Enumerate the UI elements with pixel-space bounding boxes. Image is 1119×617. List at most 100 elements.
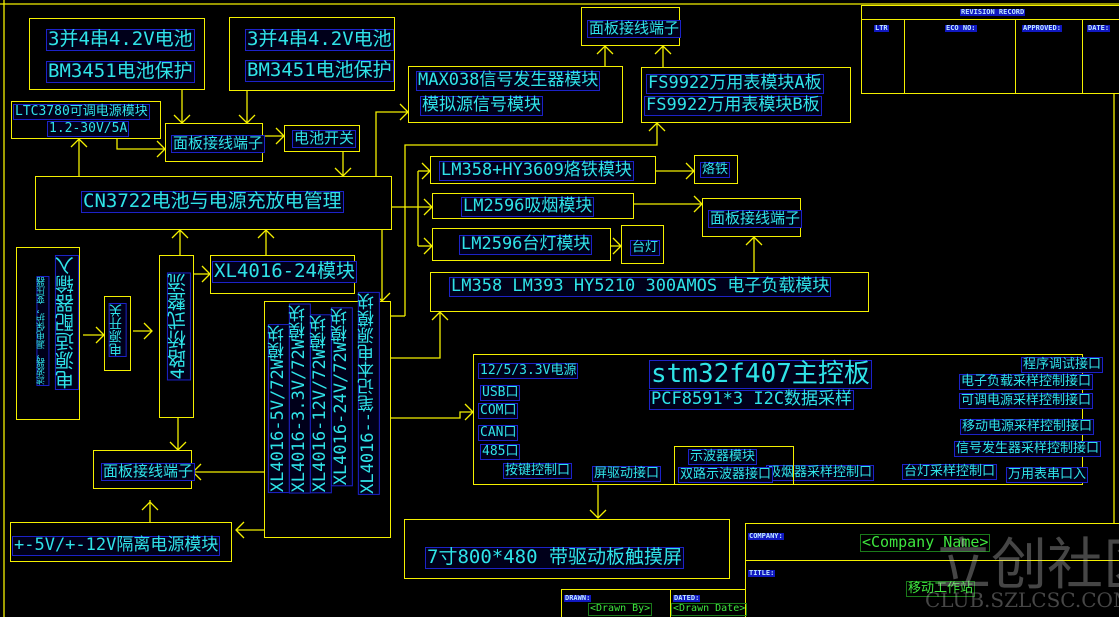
dated-value[interactable]: <Drawn Date>	[671, 603, 748, 616]
wire	[390, 312, 441, 359]
soldering-module-block[interactable]: LM358+HY3609烙铁模块	[430, 156, 656, 184]
battery-pack-label: 3并4串4.2V电池	[46, 28, 195, 51]
ltc-range-label: 1.2-30V/5A	[47, 121, 130, 137]
electronic-load-block[interactable]: LM358 LM393 HY5210 300AMOS 电子负载模块	[430, 272, 869, 312]
mobile-power-port-label: 移动电源采样控制接口	[960, 419, 1095, 435]
arrow-icon	[141, 501, 159, 511]
power-port-label: 12/5/3.3V电源	[478, 363, 579, 379]
display-block[interactable]: 7寸800*480 带驱动板触摸屏	[404, 519, 730, 579]
revision-col-eco: ECO NO:	[904, 19, 1016, 94]
company-label: COMPANY:	[748, 532, 784, 541]
battery-pack-2-block[interactable]: 3并4串4.2V电池 BM3451电池保护	[229, 17, 395, 91]
scope-block[interactable]: 示波器模块 双路示波器接口	[674, 446, 794, 485]
title-value[interactable]: 移动工作站	[906, 581, 976, 597]
lamp-block[interactable]: 台灯	[621, 225, 664, 264]
power-switch-label: 电源开关	[109, 303, 127, 357]
scope-port-label: 双路示波器接口	[678, 467, 774, 483]
multimeter-port-label: 万用表串口入	[1006, 467, 1089, 483]
panel-terminal-label: 面板接线端子	[101, 462, 196, 481]
screen-port-label: 屏驱动接口	[592, 466, 662, 482]
load-port-label: 电子负载采样控制接口	[959, 374, 1094, 390]
lamp-module-block[interactable]: LM2596台灯模块	[432, 228, 611, 261]
revision-title: REVISION RECORD	[960, 8, 1026, 17]
arrow-icon	[70, 138, 88, 148]
panel-terminal-right-block[interactable]: 面板接线端子	[702, 198, 803, 237]
adapter-input-label: 电源适配器输入	[55, 255, 79, 390]
panel-terminal-top-block[interactable]: 面板接线端子	[581, 7, 682, 46]
ltc-label: LTC3780可调电源模块	[13, 104, 150, 120]
xl4016-24v-label: XL4016-24V/72W模块	[331, 307, 353, 487]
arrow-icon	[596, 45, 614, 55]
mcu-board-block[interactable]: 12/5/3.3V电源 USB口 COM口 CAN口 485口 stm32f40…	[473, 354, 1104, 485]
drawn-value[interactable]: <Drawn By>	[588, 603, 653, 616]
revision-title-row: REVISION RECORD	[861, 5, 1119, 20]
analog-source-label: 模拟源信号模块	[420, 95, 543, 116]
panel-terminal-label: 面板接线端子	[708, 209, 803, 228]
signal-gen-port-label: 信号发生器采样控制接口	[954, 441, 1102, 457]
wire	[116, 138, 165, 150]
arrow-icon	[431, 311, 449, 321]
signal-generator-label: MAX038信号发生器模块	[416, 70, 601, 91]
revision-col-date: DATE:	[1082, 19, 1119, 94]
xl4016-12v-label: XL4016-12V/72W模块	[310, 314, 332, 494]
battery-protection-label: BM3451电池保护	[245, 59, 394, 82]
wire	[390, 411, 473, 419]
panel-terminal-label: 面板接线端子	[587, 19, 682, 38]
revision-header: LTR	[874, 24, 889, 33]
battery-switch-block[interactable]: 电池开关	[284, 125, 360, 152]
revision-header: DATE:	[1087, 24, 1111, 33]
xl4016-group-block[interactable]: XL4016-5V/72W模块 XL4016-3.3V/72W模块 XL4016…	[264, 292, 391, 538]
xl4016-24-label: XL4016-24模块	[212, 260, 357, 283]
battery-pack-1-block[interactable]: 3并4串4.2V电池 BM3451电池保护	[29, 18, 205, 90]
charge-manager-label: CN3722电池与电源充放电管理	[81, 190, 344, 213]
charge-manager-block[interactable]: CN3722电池与电源充放电管理	[35, 176, 392, 230]
electronic-load-label: LM358 LM393 HY5210 300AMOS 电子负载模块	[449, 276, 832, 297]
smoke-module-label: LM2596吸烟模块	[461, 196, 595, 217]
can-port-label: CAN口	[478, 425, 519, 441]
revision-col-ltr: LTR	[861, 19, 905, 94]
wire	[375, 111, 408, 176]
company-value[interactable]: <Company Name>	[860, 533, 991, 552]
rectifier-block[interactable]: 4路桥式整流	[159, 255, 194, 418]
rectifier-label: 4路桥式整流	[167, 272, 191, 381]
xl4016-laptop-label: XL4016--笔记本电源模块	[358, 292, 380, 495]
drawn-cell: DRAWN: <Drawn By>	[561, 589, 671, 617]
power-switch-block[interactable]: 电源开关	[104, 296, 131, 371]
multimeter-a-label: FS9922万用表模块A板	[646, 73, 824, 94]
title-label: TITLE:	[748, 569, 776, 578]
arrow-icon	[257, 229, 275, 239]
mcu-subtitle: PCF8591*3 I2C数据采样	[649, 389, 855, 410]
watermark-url: CLUB.SZLCSC.COM	[925, 588, 1119, 612]
adapter-input-block[interactable]: 滤波器，漏电保护，变压器 电源适配器输入	[16, 247, 80, 420]
dated-cell: DATED: <Drawn Date>	[670, 589, 748, 617]
multimeter-block[interactable]: FS9922万用表模块A板 FS9922万用表模块B板	[641, 67, 851, 123]
panel-terminal-block[interactable]: 面板接线端子	[165, 123, 266, 162]
arrow-icon	[745, 236, 763, 246]
rs485-port-label: 485口	[480, 444, 521, 460]
ltc3780-block[interactable]: LTC3780可调电源模块 1.2-30V/5A	[11, 101, 161, 139]
com-port-label: COM口	[478, 403, 519, 419]
revision-header: APPROVED:	[1022, 24, 1062, 33]
dated-label: DATED:	[673, 594, 701, 603]
battery-switch-label: 电池开关	[292, 129, 357, 148]
debug-port-label: 程序调试接口	[1021, 357, 1104, 373]
signal-generator-block[interactable]: MAX038信号发生器模块 模拟源信号模块	[408, 66, 623, 123]
xl4016-24-block[interactable]: XL4016-24模块	[210, 255, 357, 294]
arrow-icon	[143, 322, 153, 340]
scope-module-label: 示波器模块	[688, 449, 758, 465]
smoke-module-block[interactable]: LM2596吸烟模块	[432, 193, 634, 219]
revision-col-approved: APPROVED:	[1015, 19, 1083, 94]
display-label: 7寸800*480 带驱动板触摸屏	[425, 546, 684, 569]
wire	[404, 122, 658, 316]
xl4016-3v3-label: XL4016-3.3V/72W模块	[289, 304, 311, 494]
usb-port-label: USB口	[480, 385, 521, 401]
panel-terminal-bottom-block[interactable]: 面板接线端子	[93, 450, 196, 489]
soldering-iron-block[interactable]: 烙铁	[694, 155, 738, 184]
adjustable-port-label: 可调电源采样控制接口	[959, 393, 1094, 409]
isolated-supply-label: +-5V/+-12V隔离电源模块	[12, 535, 221, 556]
isolated-supply-block[interactable]: +-5V/+-12V隔离电源模块	[10, 522, 232, 562]
xl4016-5v-label: XL4016-5V/72W模块	[268, 324, 290, 494]
arrow-icon	[171, 229, 189, 239]
